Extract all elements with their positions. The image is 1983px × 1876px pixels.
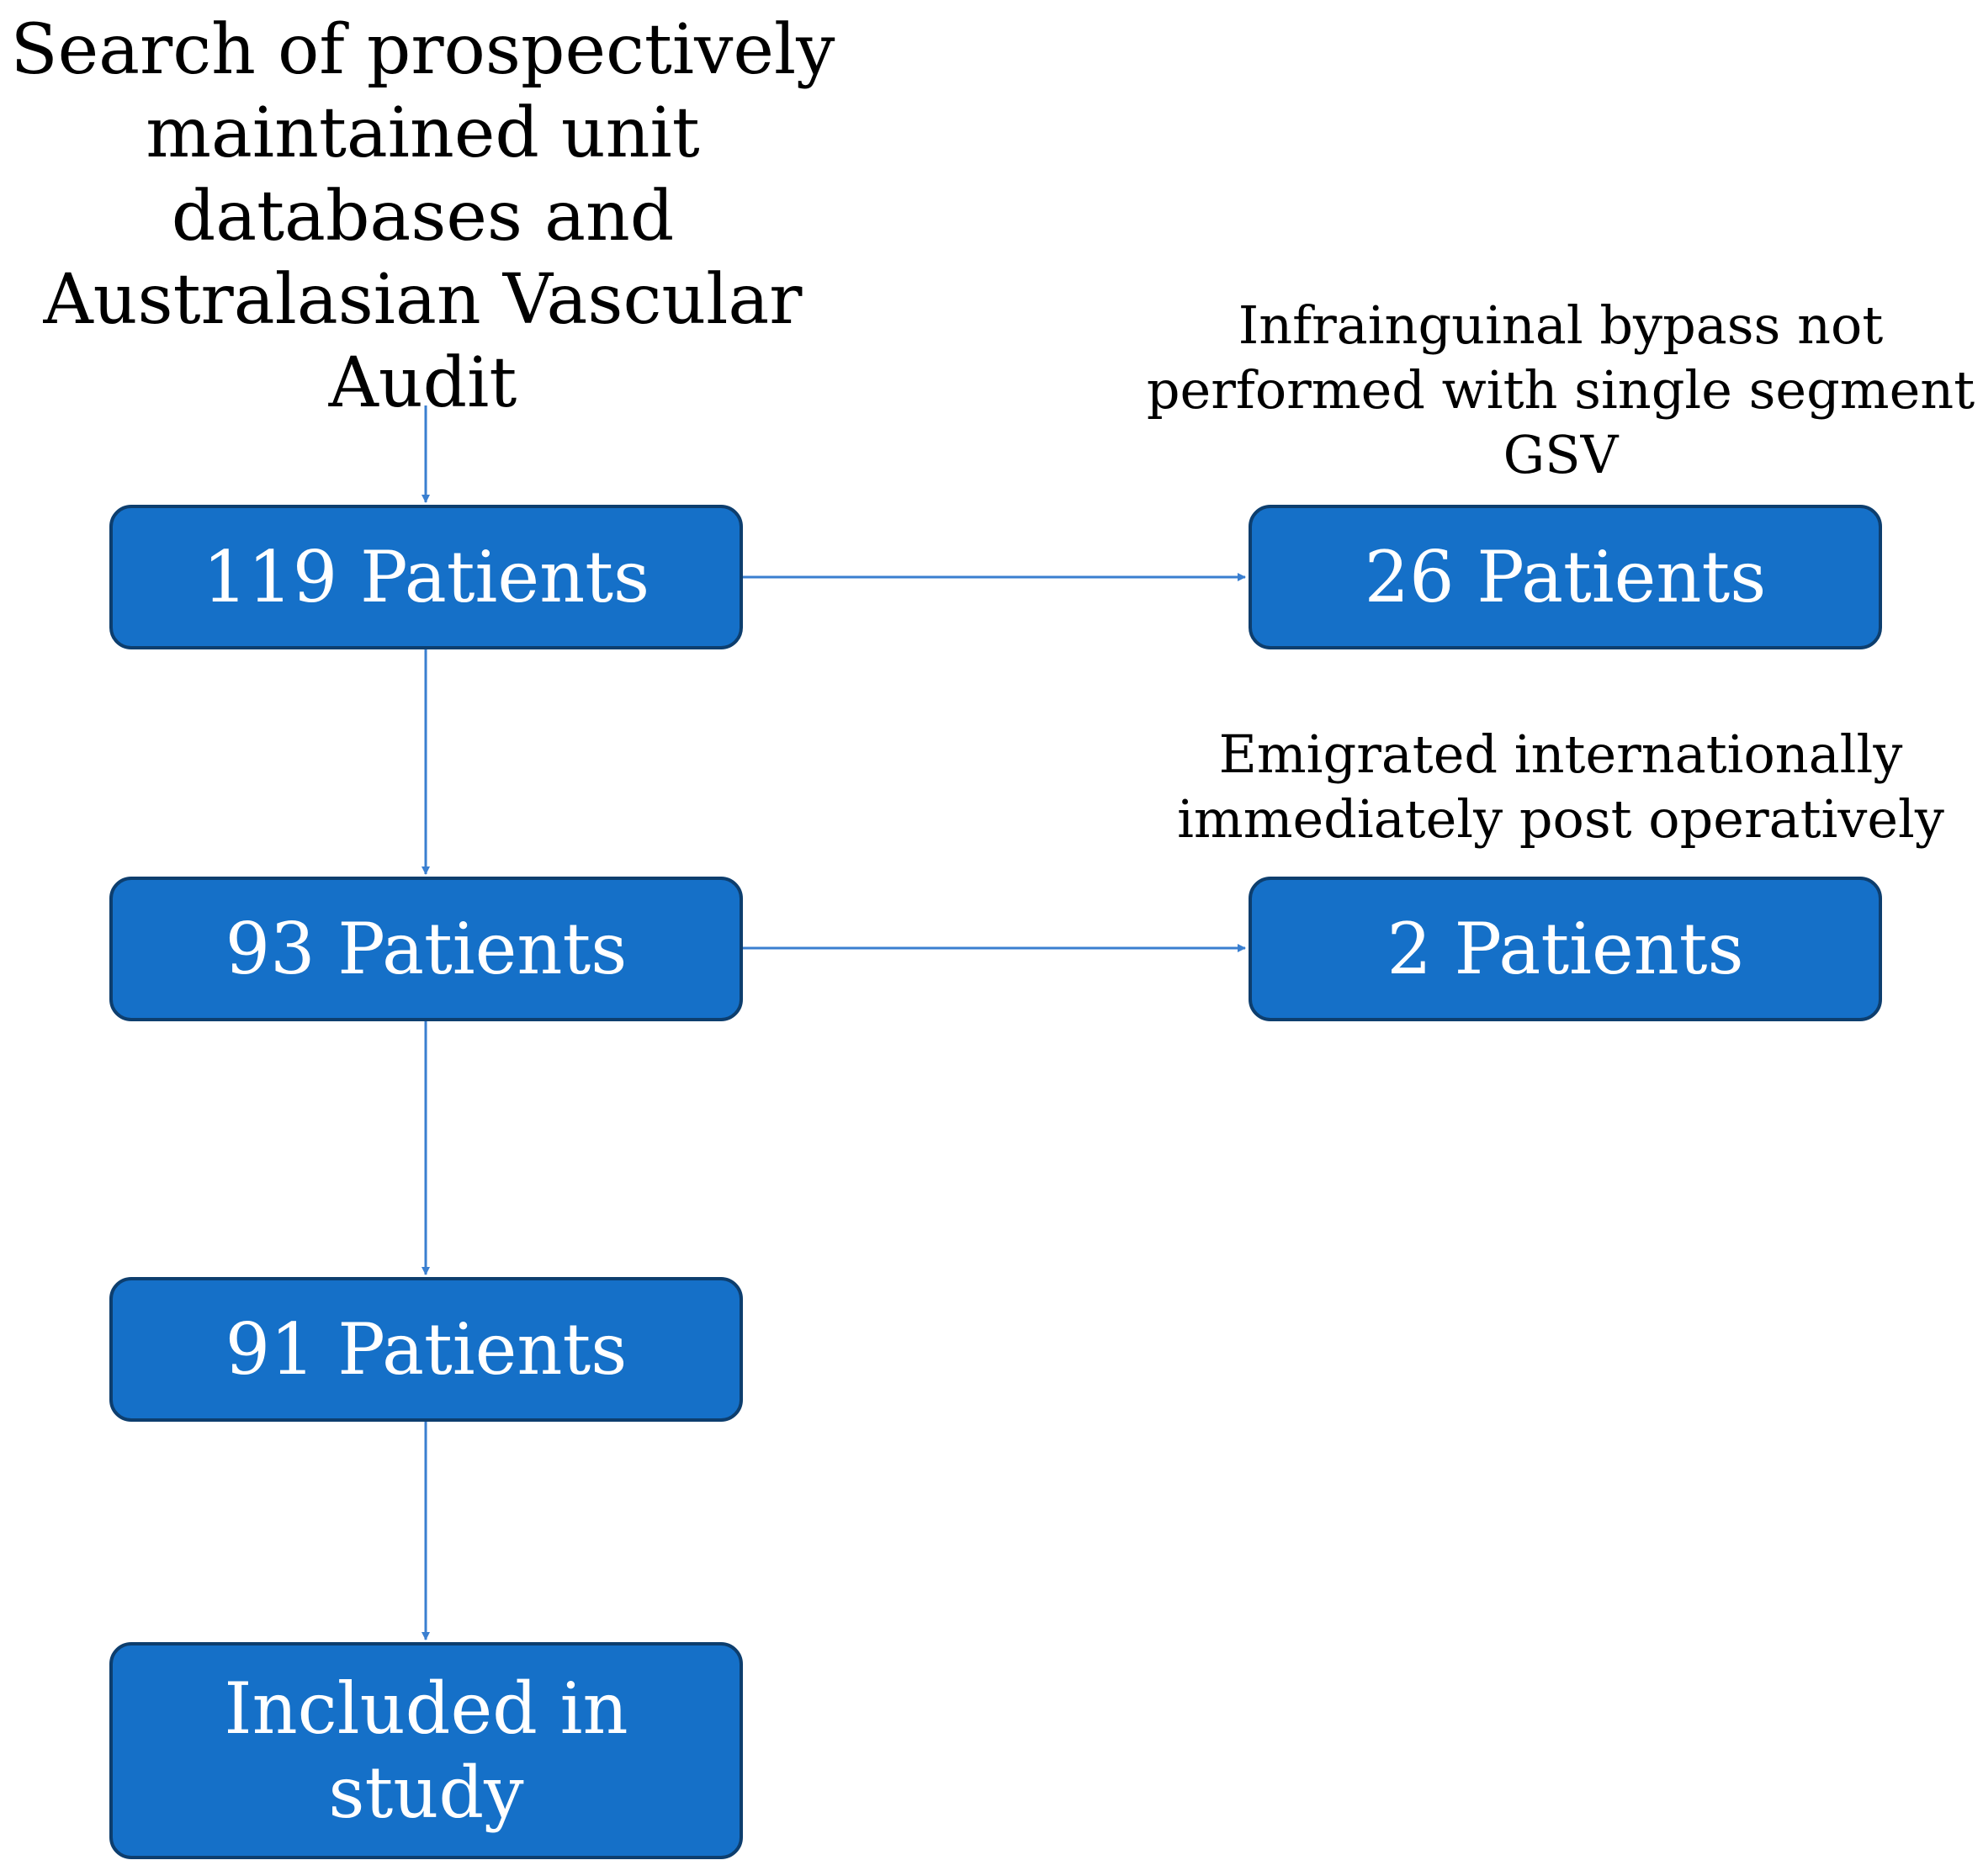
box-93-patients: 93 Patients [109,877,743,1021]
box-91-patients: 91 Patients [109,1277,743,1422]
box-26-patients-excluded: 26 Patients [1249,505,1882,649]
data-source-text: Search of prospectively maintained unit … [10,10,835,423]
exclusion-reason-emigrated: Emigrated internationally immediately po… [1177,723,1944,850]
exclusion-reason-bypass: Infrainguinal bypass not performed with … [1146,294,1975,485]
box-119-patients: 119 Patients [109,505,743,649]
box-2-patients-excluded: 2 Patients [1249,877,1882,1021]
box-included-in-study: Included in study [109,1642,743,1859]
